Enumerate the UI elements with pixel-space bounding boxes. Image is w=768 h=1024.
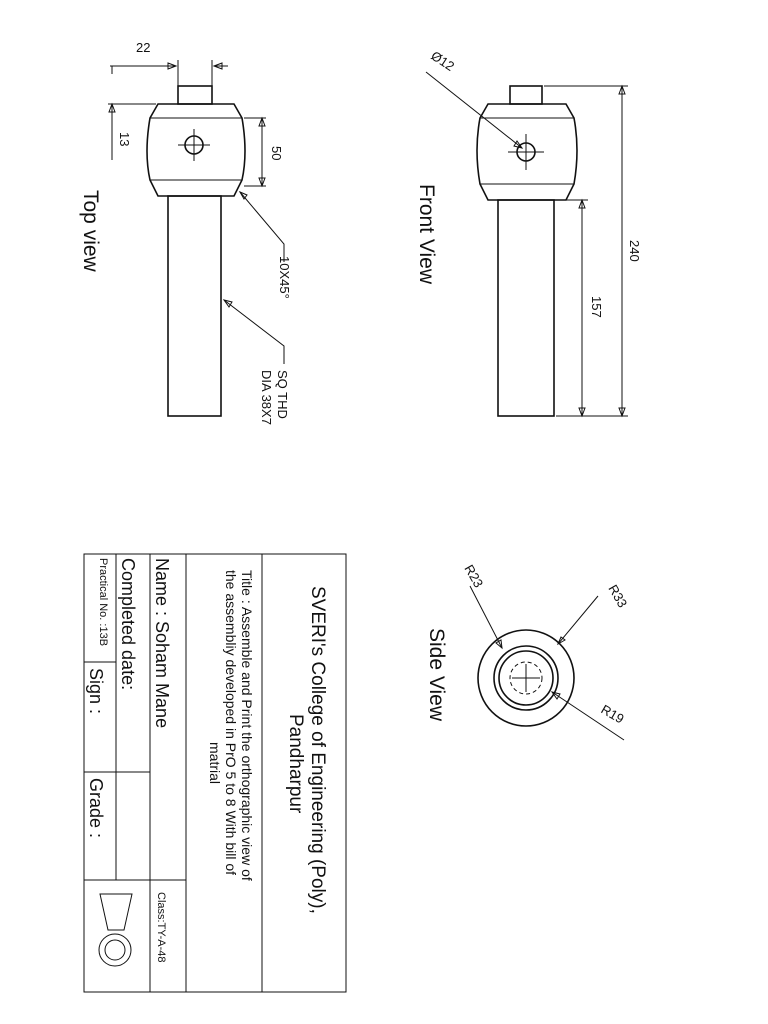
side-view: R23 R33 R19 Side View xyxy=(425,562,630,741)
thread-label-1: SQ THD xyxy=(275,370,290,419)
front-view-title: Front View xyxy=(415,184,438,285)
dim-13-label: 13 xyxy=(117,132,132,146)
top-view-shaft xyxy=(167,195,222,417)
class-label: Class:TY-A-48 xyxy=(155,892,167,963)
projection-symbol-outer-circle xyxy=(98,933,132,967)
front-view-shaft xyxy=(497,199,555,417)
projection-symbol-trapezoid xyxy=(99,893,133,931)
top-view: 22 13 50 10X45° SQ THD DIA 38X7 Top view xyxy=(79,40,292,425)
title-block-border xyxy=(83,553,347,993)
dim-240-label: 240 xyxy=(627,240,642,262)
dim-22-label: 22 xyxy=(136,40,150,55)
dim-r19-label: R19 xyxy=(599,702,627,727)
top-view-stub xyxy=(177,85,213,105)
side-view-hole-hidden xyxy=(509,661,543,695)
title-line-1: Title : Assemble and Print the orthograp… xyxy=(239,570,255,881)
college-line-1: SVERI's College of Engineering (Poly), xyxy=(307,586,328,914)
chamfer-label: 10X45° xyxy=(277,256,292,299)
side-view-mid-circle xyxy=(493,645,559,711)
grade-label: Grade : xyxy=(86,778,106,838)
thread-label-2: DIA 38X7 xyxy=(259,370,274,425)
dim-dia12-label: Ø12 xyxy=(428,48,457,74)
projection-symbol-inner-circle xyxy=(104,939,126,961)
title-line-3: matrial xyxy=(207,742,223,784)
dim-157-label: 157 xyxy=(589,296,604,318)
practical-number: Practical No. :13B xyxy=(97,558,109,646)
student-name: Name : Soham Mane xyxy=(152,558,172,728)
title-block: SVERI's College of Engineering (Poly), P… xyxy=(83,553,347,993)
top-view-title: Top view xyxy=(79,190,102,273)
dim-50-label: 50 xyxy=(269,146,284,160)
sign-label: Sign : xyxy=(86,668,106,714)
side-view-outer-circle xyxy=(477,629,575,727)
front-view: Ø12 240 157 Front View xyxy=(415,48,642,418)
title-line-2: the assembliy developed in PrO 5 to 8 Wi… xyxy=(223,570,239,875)
side-view-inner-circle xyxy=(498,650,554,706)
top-view-head xyxy=(146,103,246,197)
dim-r33-label: R33 xyxy=(605,582,630,610)
completed-date-label: Completed date: xyxy=(118,558,138,690)
dim-r23-label: R23 xyxy=(461,562,486,590)
college-line-2: Pandharpur xyxy=(285,714,306,814)
front-view-stub xyxy=(509,85,543,105)
side-view-title: Side View xyxy=(425,628,448,722)
